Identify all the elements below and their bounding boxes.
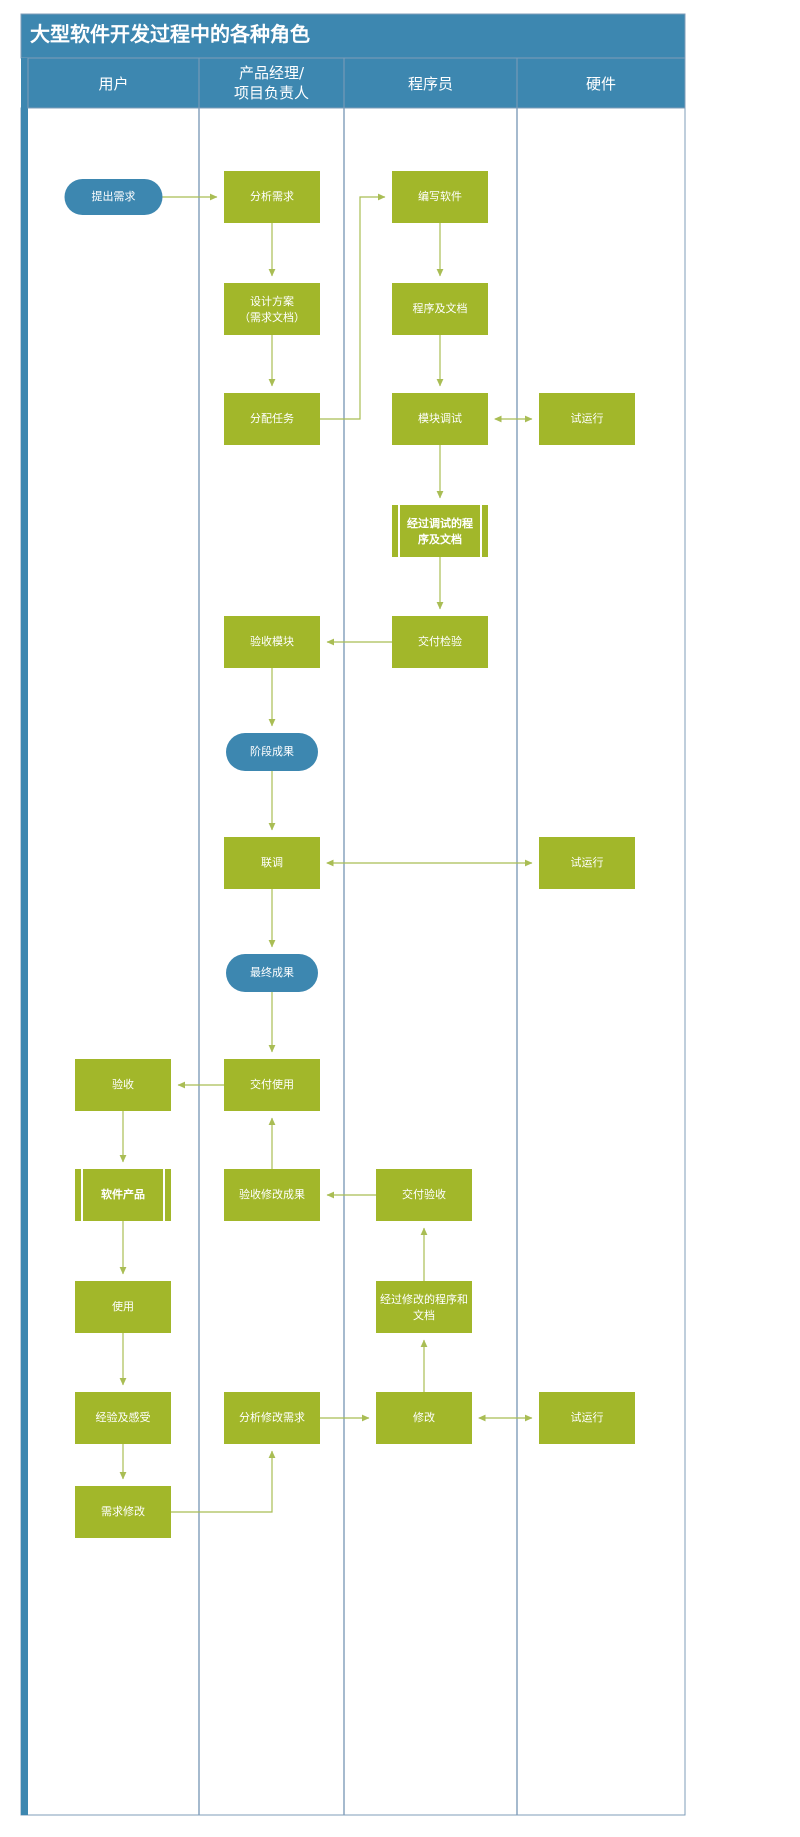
edge-n27-n24 <box>171 1450 276 1513</box>
node-label-n20: 交付验收 <box>402 1187 446 1201</box>
node-n23[interactable]: 经验及感受 <box>75 1392 171 1444</box>
node-label-n13: 联调 <box>261 856 283 869</box>
lane-label-programmer: 程序员 <box>408 75 453 93</box>
node-n11[interactable]: 交付检验 <box>392 616 488 668</box>
node-label-n6: 分配任务 <box>250 412 294 425</box>
title-bar <box>20 13 686 59</box>
process-shape <box>376 1169 472 1221</box>
node-n2[interactable]: 分析需求 <box>224 171 320 223</box>
node-label-n22: 经过修改的程序和 <box>380 1292 468 1306</box>
process-shape <box>75 1281 171 1333</box>
node-label-n10: 验收模块 <box>250 634 294 648</box>
edge-n6-n3 <box>320 193 386 420</box>
node-label-n15: 最终成果 <box>250 965 294 979</box>
lane-label-hardware: 硬件 <box>586 75 616 93</box>
node-label-n21: 使用 <box>112 1300 134 1313</box>
node-n27[interactable]: 需求修改 <box>75 1486 171 1538</box>
node-n19[interactable]: 验收修改成果 <box>224 1169 320 1221</box>
node-n26[interactable]: 试运行 <box>539 1392 635 1444</box>
process-shape <box>376 1281 472 1333</box>
node-label-n16: 验收 <box>112 1077 134 1091</box>
node-label-n9-2: 序及文档 <box>418 532 462 546</box>
process-shape <box>392 171 488 223</box>
node-label-n18: 软件产品 <box>101 1187 145 1201</box>
process-shape <box>224 393 320 445</box>
node-n10[interactable]: 验收模块 <box>224 616 320 668</box>
node-n25[interactable]: 修改 <box>376 1392 472 1444</box>
node-n8[interactable]: 试运行 <box>539 393 635 445</box>
node-label-n11: 交付检验 <box>418 634 462 648</box>
node-n3[interactable]: 编写软件 <box>392 171 488 223</box>
lane-label-pm-2: 项目负责人 <box>234 84 309 102</box>
node-n1[interactable]: 提出需求 <box>64 179 163 215</box>
node-n20[interactable]: 交付验收 <box>376 1169 472 1221</box>
lane-label-pm: 产品经理/ <box>239 64 305 82</box>
node-n21[interactable]: 使用 <box>75 1281 171 1333</box>
node-n6[interactable]: 分配任务 <box>224 393 320 445</box>
node-label-n25: 修改 <box>413 1410 435 1424</box>
lane-header-hardware <box>516 57 686 109</box>
node-n14[interactable]: 试运行 <box>539 837 635 889</box>
predefined-process-shape <box>392 505 488 557</box>
lane-header-pm <box>198 57 345 109</box>
node-n18[interactable]: 软件产品 <box>75 1169 171 1221</box>
lane-header-user <box>27 57 200 109</box>
node-label-n12: 阶段成果 <box>250 744 294 758</box>
node-label-n19: 验收修改成果 <box>239 1187 305 1201</box>
process-shape <box>75 1392 171 1444</box>
node-n13[interactable]: 联调 <box>224 837 320 889</box>
node-label-n24: 分析修改需求 <box>239 1410 305 1424</box>
node-n12[interactable]: 阶段成果 <box>226 733 318 771</box>
node-label-n5: 程序及文档 <box>413 301 468 315</box>
node-n4[interactable]: 设计方案 （需求文档） <box>224 283 320 335</box>
lane-label-user: 用户 <box>98 75 128 93</box>
node-n17[interactable]: 交付使用 <box>224 1059 320 1111</box>
node-label-n4: 设计方案 <box>250 294 294 308</box>
process-shape <box>224 1392 320 1444</box>
process-shape <box>392 283 488 335</box>
process-shape <box>224 837 320 889</box>
node-label-n1: 提出需求 <box>92 189 136 203</box>
node-label-n22-2: 文档 <box>413 1308 435 1322</box>
left-accent-band <box>21 58 28 1815</box>
diagram-body <box>20 107 686 1816</box>
process-shape <box>75 1059 171 1111</box>
node-n15[interactable]: 最终成果 <box>226 954 318 992</box>
process-shape <box>224 1059 320 1111</box>
node-label-n8: 试运行 <box>571 412 604 425</box>
node-label-n3: 编写软件 <box>418 189 462 203</box>
process-shape <box>224 1169 320 1221</box>
node-label-n26: 试运行 <box>571 1411 604 1424</box>
node-label-n17: 交付使用 <box>250 1077 294 1091</box>
node-label-n27: 需求修改 <box>101 1504 145 1518</box>
node-label-n4-2: （需求文档） <box>239 310 305 324</box>
node-label-n9: 经过调试的程 <box>407 516 473 530</box>
node-n5[interactable]: 程序及文档 <box>392 283 488 335</box>
node-n7[interactable]: 模块调试 <box>392 393 488 445</box>
process-shape <box>539 1392 635 1444</box>
process-shape <box>224 283 320 335</box>
predefined-process-shape <box>75 1169 171 1221</box>
terminator-shape <box>226 733 318 771</box>
process-shape <box>224 616 320 668</box>
node-label-n14: 试运行 <box>571 856 604 869</box>
terminator-shape <box>64 179 163 215</box>
process-shape <box>75 1486 171 1538</box>
process-shape <box>224 171 320 223</box>
page-title-text: 大型软件开发过程中的各种角色 <box>30 22 310 46</box>
node-label-n23: 经验及感受 <box>96 1410 151 1424</box>
process-shape <box>539 837 635 889</box>
process-shape <box>392 616 488 668</box>
process-shape <box>376 1392 472 1444</box>
process-shape <box>539 393 635 445</box>
node-label-n7: 模块调试 <box>418 412 462 425</box>
terminator-shape <box>226 954 318 992</box>
process-shape <box>392 393 488 445</box>
node-n16[interactable]: 验收 <box>75 1059 171 1111</box>
node-n24[interactable]: 分析修改需求 <box>224 1392 320 1444</box>
node-label-n2: 分析需求 <box>250 189 294 203</box>
